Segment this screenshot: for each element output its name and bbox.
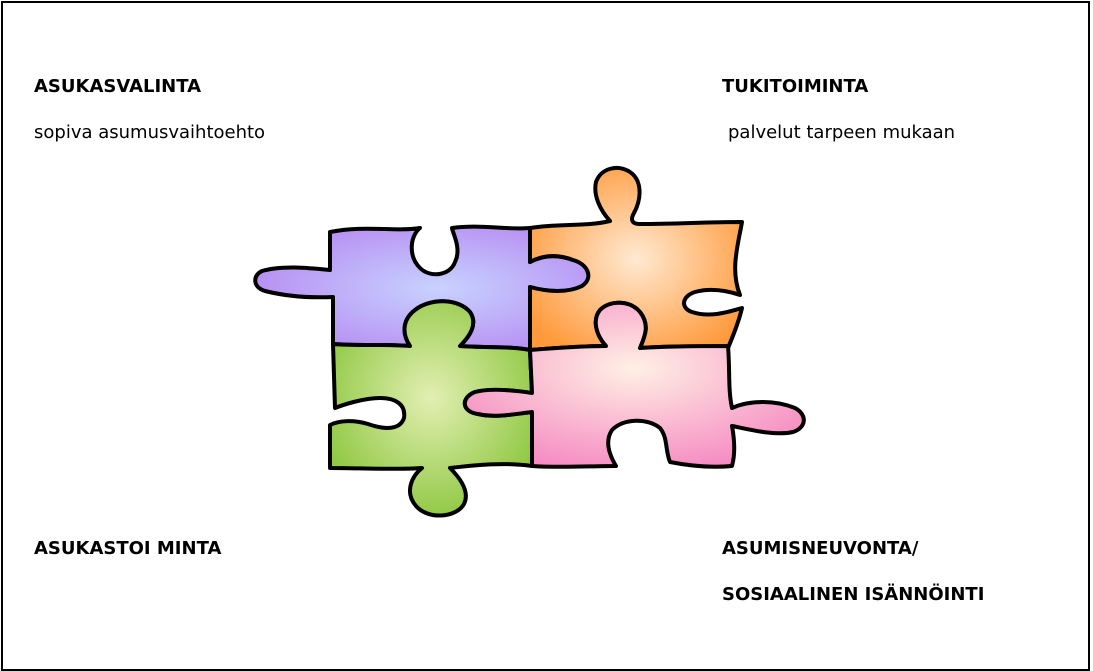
- puzzle-diagram: [0, 0, 1093, 666]
